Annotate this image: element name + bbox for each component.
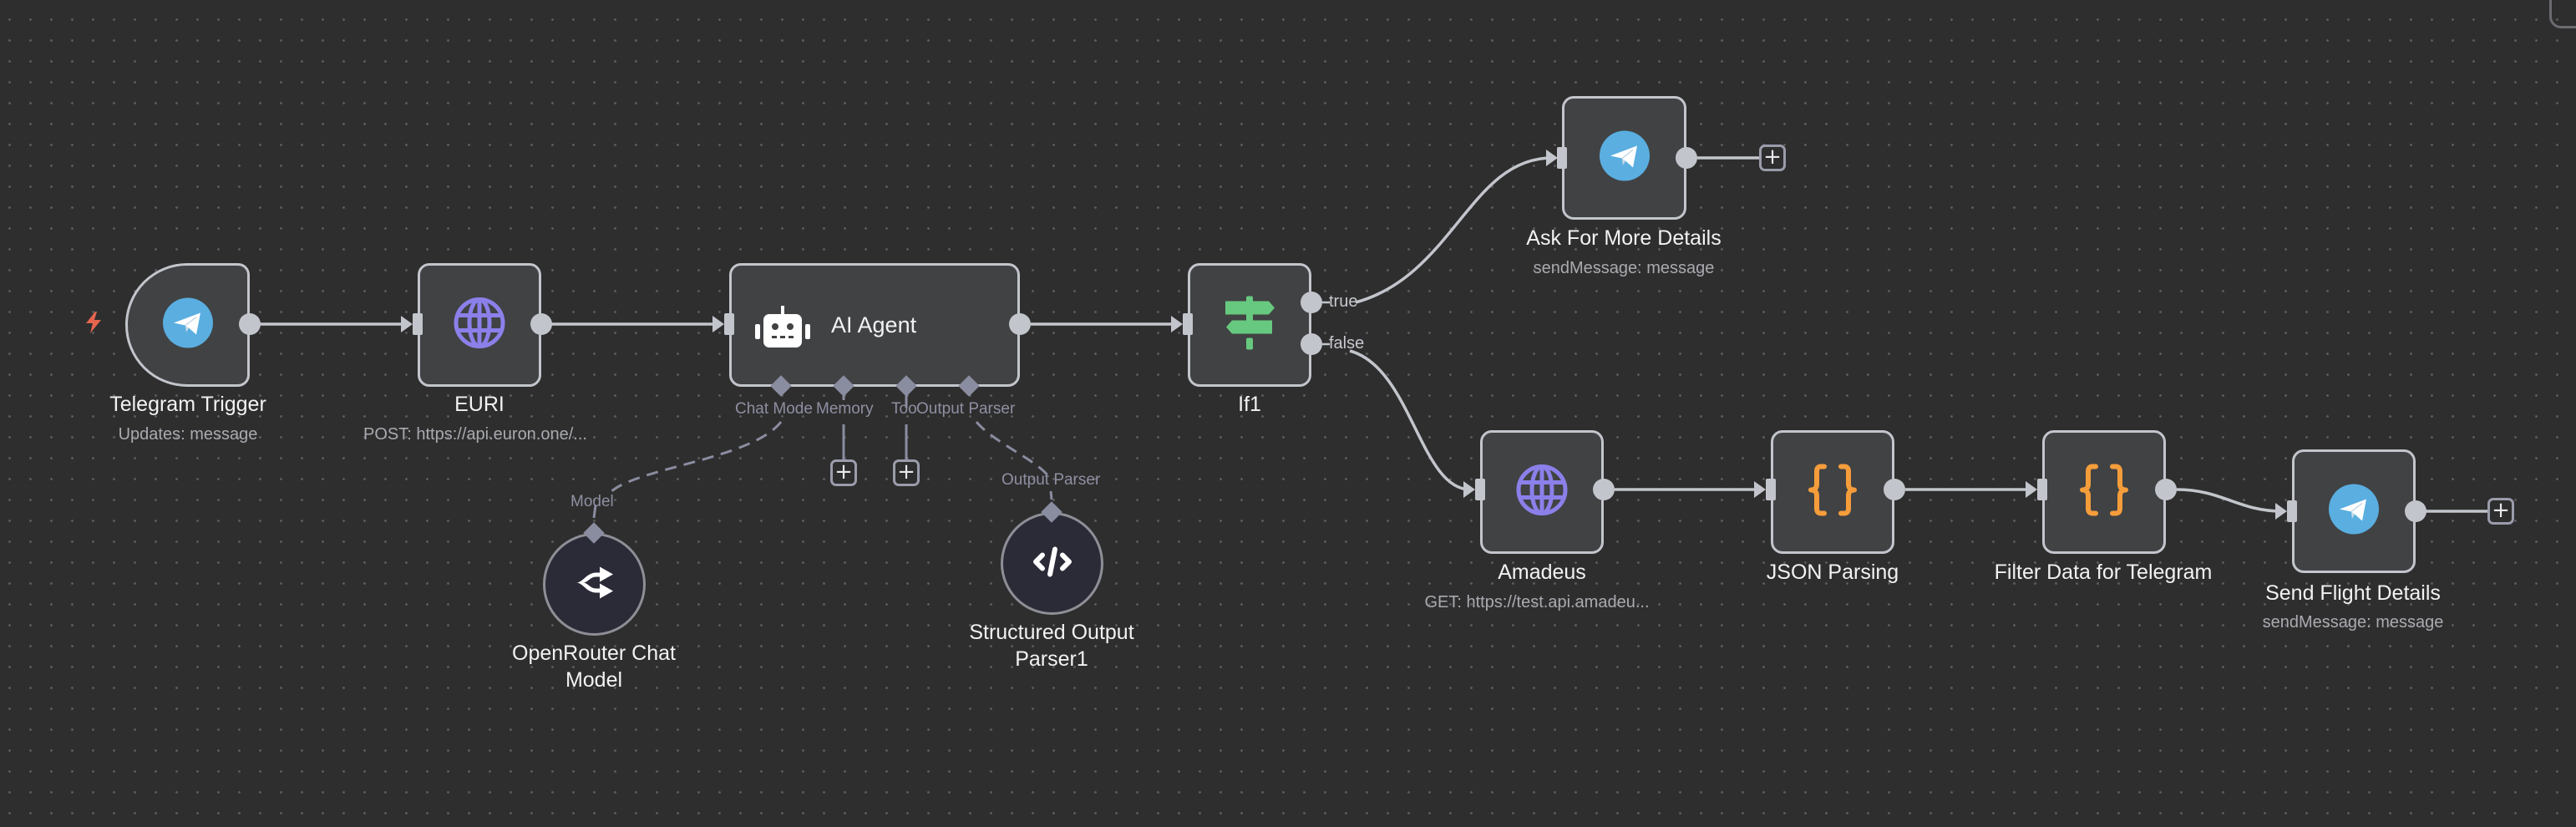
input-handle[interactable] [724,313,734,335]
input-handle[interactable] [1183,313,1193,335]
node-title: JSON Parsing [1766,561,1899,584]
node-title: If1 [1238,393,1261,416]
globe-icon [453,297,506,354]
node-title: Structured Output Parser1 [969,621,1134,671]
add-memory-button[interactable]: + [830,459,857,486]
panel-corner [2549,0,2576,28]
node-title: OpenRouter Chat Model [512,642,676,692]
node-send-flight-details[interactable] [2292,449,2416,573]
output-handle[interactable] [2155,479,2177,500]
node-ai-agent[interactable]: AI Agent [729,263,1020,387]
node-title: Telegram Trigger [109,393,266,416]
node-if1[interactable] [1188,263,1311,387]
branch-label-true: true [1329,292,1358,311]
signpost-icon [1224,296,1275,354]
trigger-bolt-icon [84,311,104,338]
node-subtitle: GET: https://test.api.amadeu... [1424,593,1650,611]
add-tool-button[interactable]: + [893,459,920,486]
braces-icon [2079,464,2129,520]
edge-model-to-agent[interactable] [608,421,783,495]
telegram-icon [162,297,213,353]
port-label-chat-model: Chat Mode [735,400,813,418]
node-subtitle: sendMessage: message [2262,613,2444,632]
node-filter-data[interactable] [2042,430,2166,554]
output-handle[interactable] [1009,313,1031,335]
node-title: Send Flight Details [2265,581,2441,605]
node-amadeus[interactable] [1480,430,1604,554]
port-label-output-parser-sub: Output Parser [1001,471,1101,489]
input-handle[interactable] [2037,479,2047,500]
globe-icon [1515,464,1569,521]
add-node-button[interactable]: + [2487,498,2514,525]
node-subtitle: sendMessage: message [1533,259,1715,277]
branch-label-false: false [1329,334,1365,353]
output-handle-false[interactable] [1301,333,1322,355]
node-title: AI Agent [831,312,917,337]
code-icon [1032,545,1072,581]
node-title: EURI [454,393,505,416]
edge-filter-to-send[interactable] [2176,488,2283,513]
input-handle[interactable] [1557,147,1567,169]
output-handle[interactable] [1676,147,1697,169]
port-label-output-parser: Output Parser [916,400,1016,418]
edge-if-false-to-amadeus[interactable] [1349,349,1471,491]
node-subtitle: POST: https://api.euron.one/... [363,425,587,444]
braces-icon [1808,464,1858,520]
port-label-model: Model [570,493,614,510]
output-handle[interactable] [239,313,261,335]
input-handle[interactable] [2287,500,2297,522]
node-ask-for-more-details[interactable] [1562,96,1686,220]
input-handle[interactable] [413,313,423,335]
output-handle[interactable] [2405,500,2426,522]
input-handle[interactable] [1766,479,1776,500]
edge-if-true-to-ask[interactable] [1355,156,1553,304]
input-handle[interactable] [1475,479,1485,500]
node-title: Amadeus [1498,561,1586,584]
node-json-parsing[interactable] [1771,430,1894,554]
output-handle[interactable] [1884,479,1905,500]
add-node-button[interactable]: + [1759,145,1786,171]
openrouter-icon [575,566,615,603]
output-handle[interactable] [1593,479,1615,500]
output-handle-true[interactable] [1301,292,1322,313]
telegram-icon [2329,484,2379,539]
port-label-tool: Too [891,400,917,418]
telegram-icon [1599,130,1650,185]
node-openrouter-chat-model[interactable] [543,533,646,636]
node-euri[interactable] [418,263,541,387]
node-subtitle: Updates: message [118,425,258,444]
edge-parser-to-agent[interactable] [975,421,1050,477]
node-structured-output-parser[interactable] [1001,512,1103,615]
port-label-memory: Memory [816,400,874,419]
output-handle[interactable] [530,313,552,335]
node-title: Filter Data for Telegram [1994,561,2213,584]
node-title: Ask For More Details [1526,226,1722,250]
node-telegram-trigger[interactable] [125,263,250,387]
robot-icon [755,306,810,353]
